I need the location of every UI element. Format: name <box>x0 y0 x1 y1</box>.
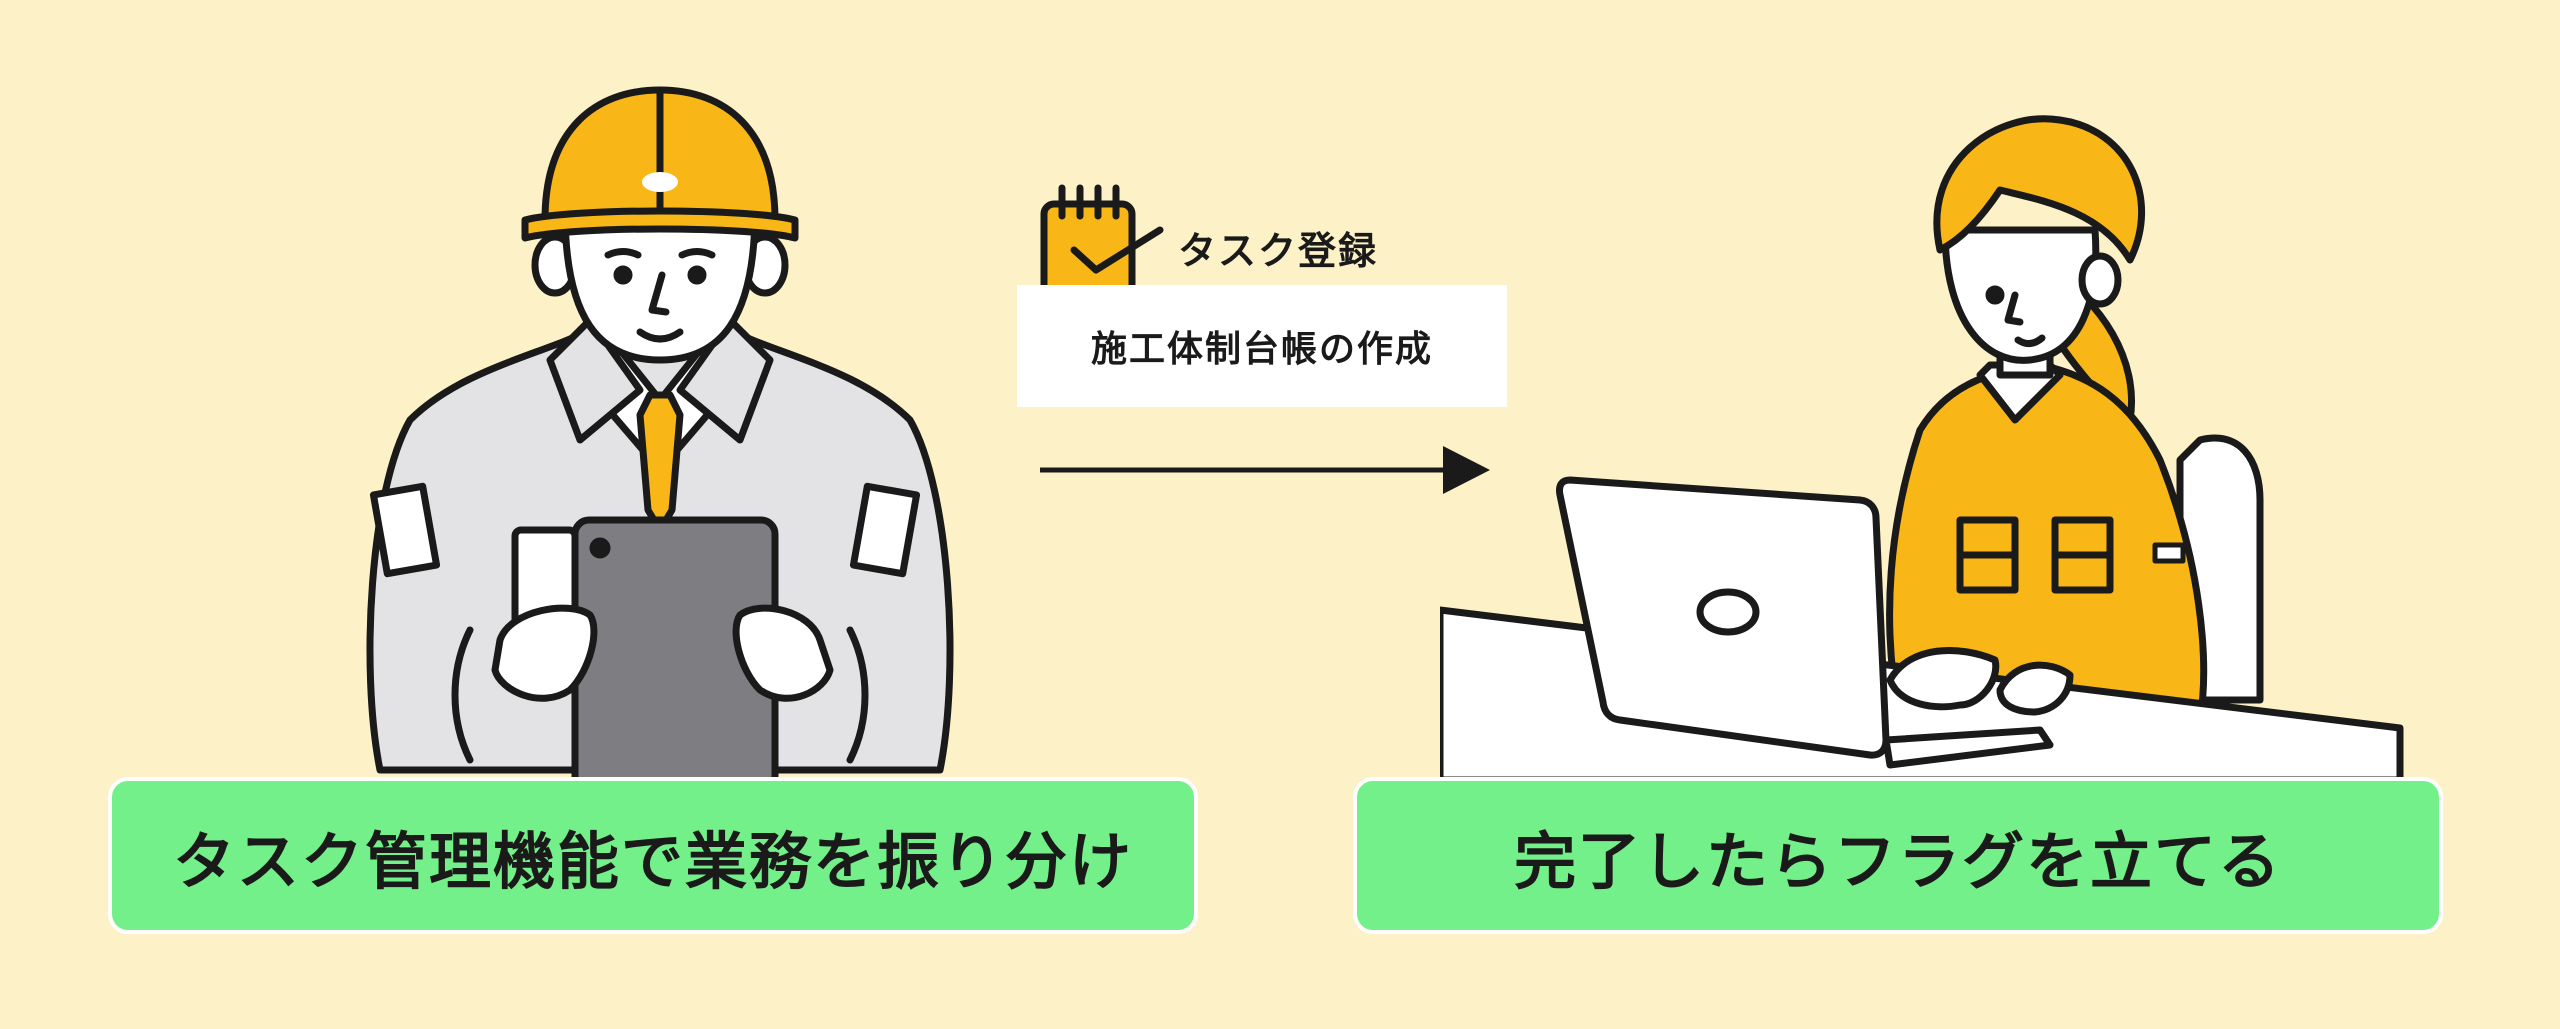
task-register-label: タスク登録 <box>1178 229 1379 273</box>
calendar-check-icon <box>1040 184 1164 300</box>
worker-tie <box>636 391 684 534</box>
arrow-right-icon <box>1040 446 1490 494</box>
worker-illustration <box>366 86 954 780</box>
task-card-title: 施工体制台帳の作成 <box>1090 329 1433 370</box>
caption-right-text: 完了したらフラグを立てる <box>1513 824 2282 898</box>
caption-raise-flag: 完了したらフラグを立てる <box>1353 777 2443 934</box>
task-card: 施工体制台帳の作成 <box>1017 285 1507 407</box>
caption-left-text: タスク管理機能で業務を振り分け <box>172 824 1133 898</box>
caption-assign-tasks: タスク管理機能で業務を振り分け <box>108 777 1198 934</box>
office-worker-illustration <box>1440 115 2404 780</box>
